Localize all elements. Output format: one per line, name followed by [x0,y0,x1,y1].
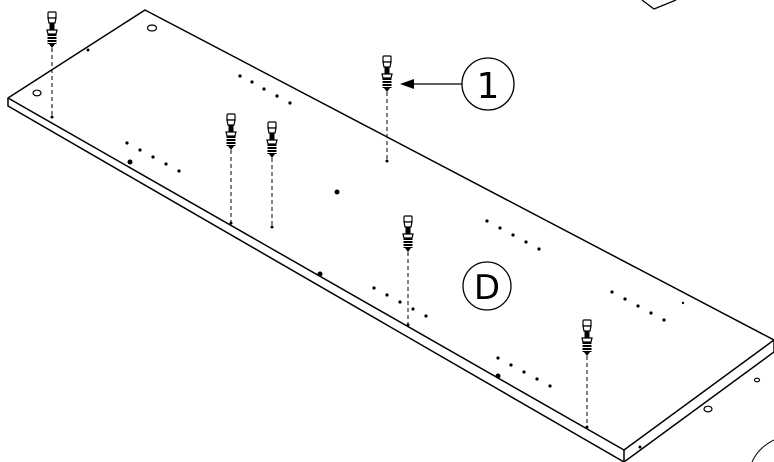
panel-front-edge [7,98,625,462]
panel-holes [32,24,761,413]
panel-label-text: D [474,268,500,308]
panel-label: D [462,261,512,311]
cam-screw-icon [402,215,414,327]
cam-screw-icon [46,11,58,119]
screws [46,11,593,429]
cam-screw-icon [381,55,393,163]
cam-screw-icon [266,121,278,229]
panel-right-edge [623,351,774,462]
part-callout: 1 [400,57,515,111]
shelf-pin-holes [86,48,685,449]
part-callout-label: 1 [477,66,500,107]
adjacent-part-corner [641,0,677,10]
cam-screw-icon [581,319,593,429]
cam-screw-icon [225,113,237,225]
arrow-icon [400,79,414,89]
